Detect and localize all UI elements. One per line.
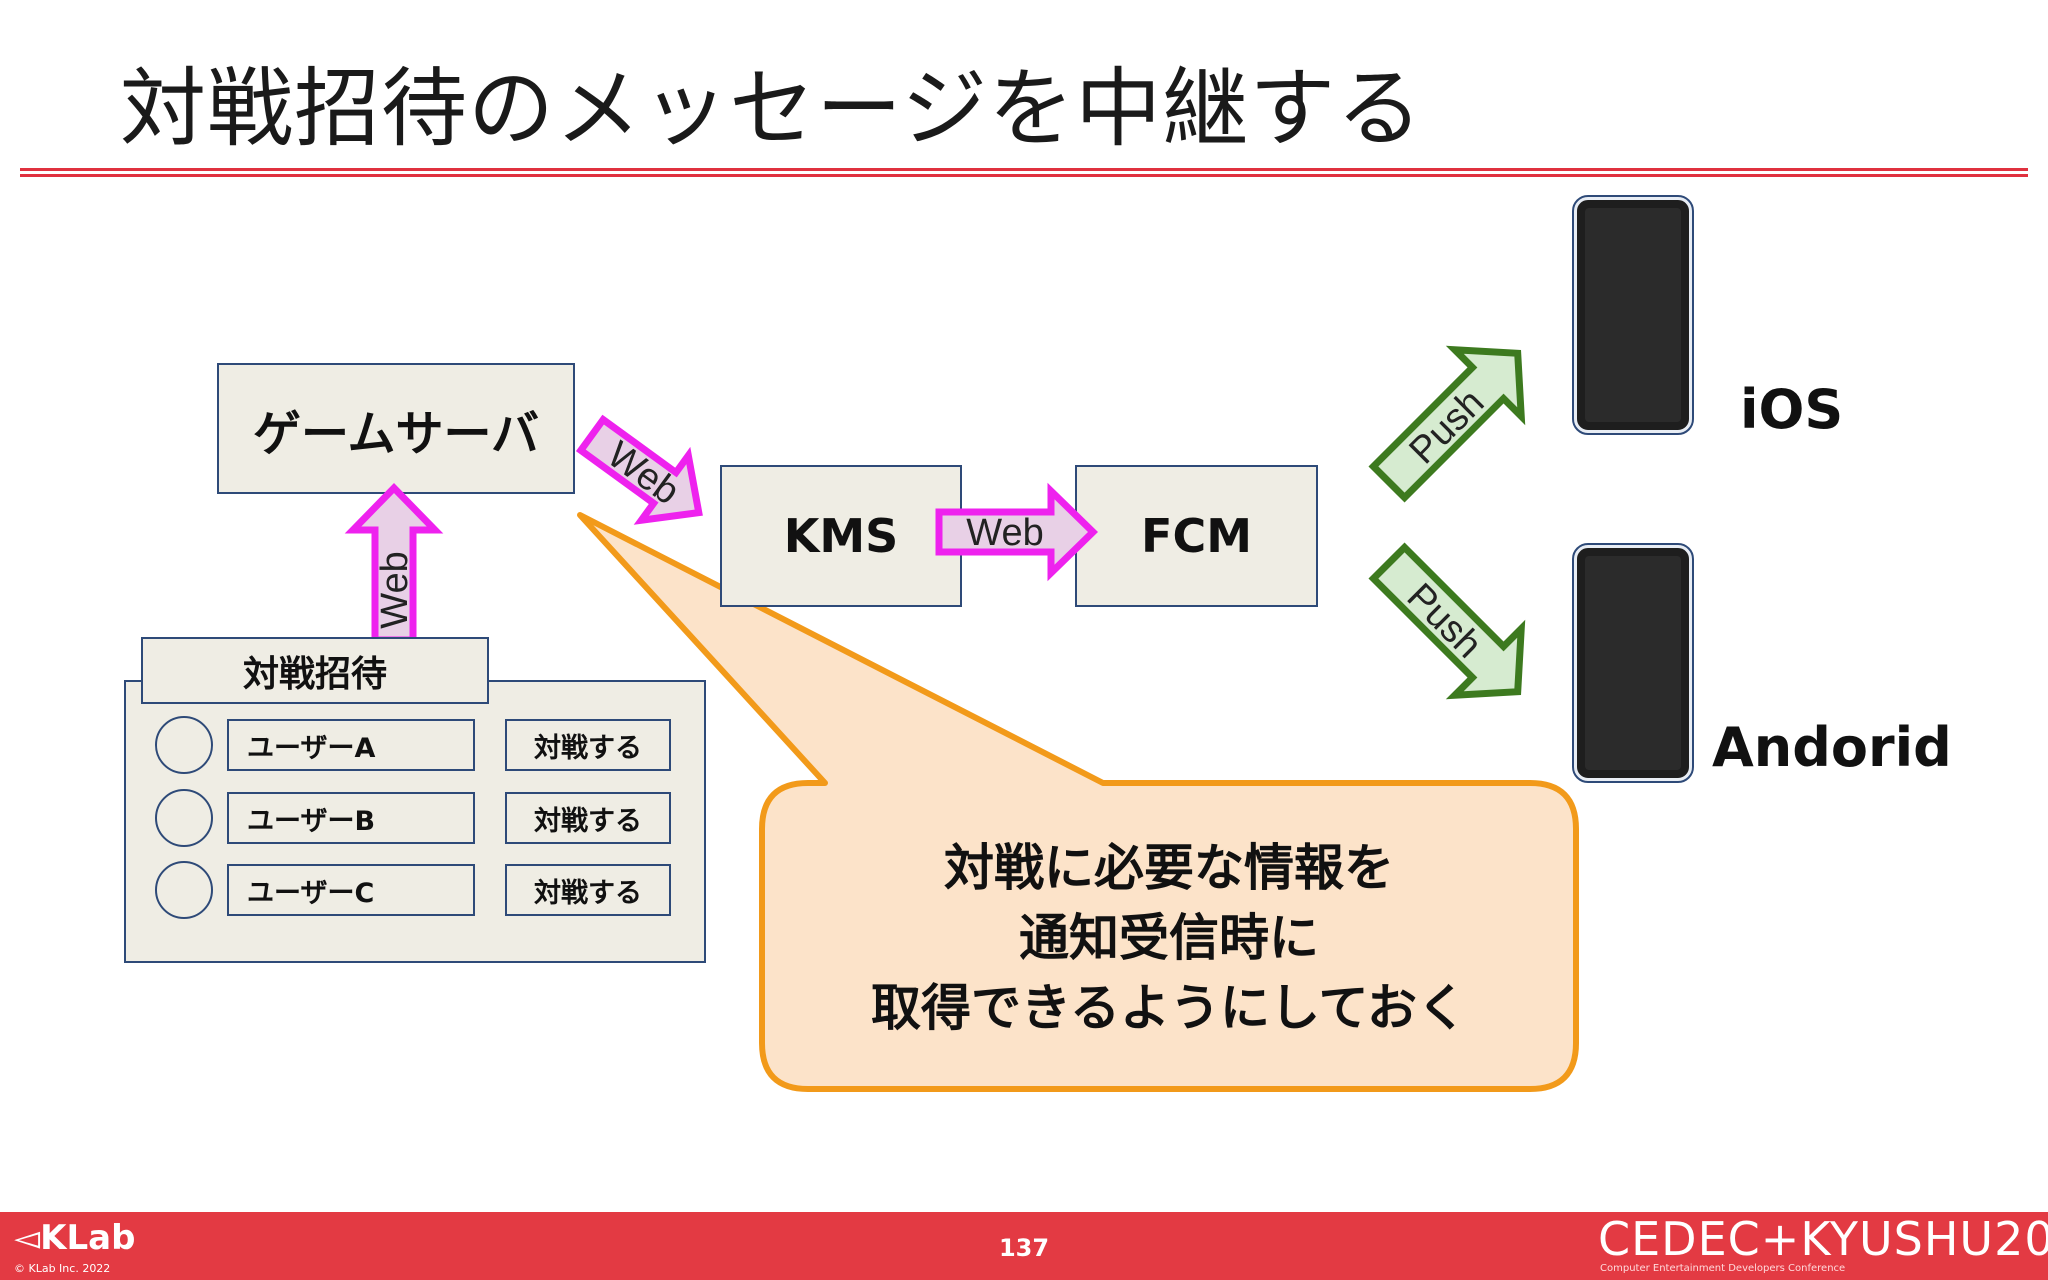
user-name-a: ユーザーA <box>227 719 475 771</box>
title-rule-top <box>20 168 2028 171</box>
callout-line-1: 対戦に必要な情報を <box>944 839 1394 897</box>
battle-button-a[interactable]: 対戦する <box>505 719 671 771</box>
user-name-b: ユーザーB <box>227 792 475 844</box>
user-avatar-c <box>155 861 213 919</box>
web-arrow-horizontal: Web <box>935 482 1099 582</box>
user-name-c: ユーザーC <box>227 864 475 916</box>
page-title: 対戦招待のメッセージを中継する <box>120 59 1424 159</box>
footer-bar <box>0 1212 2048 1280</box>
copyright: © KLab Inc. 2022 <box>14 1262 111 1275</box>
klab-brand-text: KLab <box>40 1218 136 1258</box>
kms-box: KMS <box>720 465 962 607</box>
flow-arrows: Web Web Web Push Push <box>344 345 1526 700</box>
push-arrow-ios: Push <box>1368 345 1526 503</box>
callout-text: 対戦に必要な情報を 通知受信時に 取得できるようにしておく <box>762 833 1576 1043</box>
android-phone-icon <box>1572 543 1694 783</box>
callout-shape <box>577 512 1579 1092</box>
battle-button-c[interactable]: 対戦する <box>505 864 671 916</box>
event-subtitle: Computer Entertainment Developers Confer… <box>1600 1263 1846 1274</box>
web-arrow-up-label: Web <box>374 551 416 628</box>
android-label: Andorid <box>1712 716 1952 779</box>
user-avatar-a <box>155 716 213 774</box>
user-avatar-b <box>155 789 213 847</box>
callout-line-3: 取得できるようにしておく <box>871 979 1467 1037</box>
web-arrow-up: Web <box>344 482 444 644</box>
title-rule-bottom <box>20 174 2028 177</box>
callout-line-2: 通知受信時に <box>1019 909 1319 967</box>
event-logo: CEDEC+KYUSHU2022 <box>1598 1212 2048 1266</box>
klab-logo: ◅KLab <box>14 1218 135 1258</box>
invite-panel-title: 対戦招待 <box>141 637 489 704</box>
battle-button-b[interactable]: 対戦する <box>505 792 671 844</box>
web-arrow-horizontal-label: Web <box>966 512 1043 554</box>
game-server-box: ゲームサーバ <box>217 363 575 494</box>
page-number: 137 <box>998 1234 1050 1262</box>
push-arrow-android: Push <box>1368 542 1526 700</box>
ios-phone-icon <box>1572 195 1694 435</box>
ios-label: iOS <box>1740 378 1844 441</box>
web-arrow-diagonal: Web <box>575 414 703 525</box>
fcm-box: FCM <box>1075 465 1318 607</box>
callout-balloon <box>577 512 1579 1092</box>
klab-logo-icon: ◅ <box>14 1218 41 1258</box>
